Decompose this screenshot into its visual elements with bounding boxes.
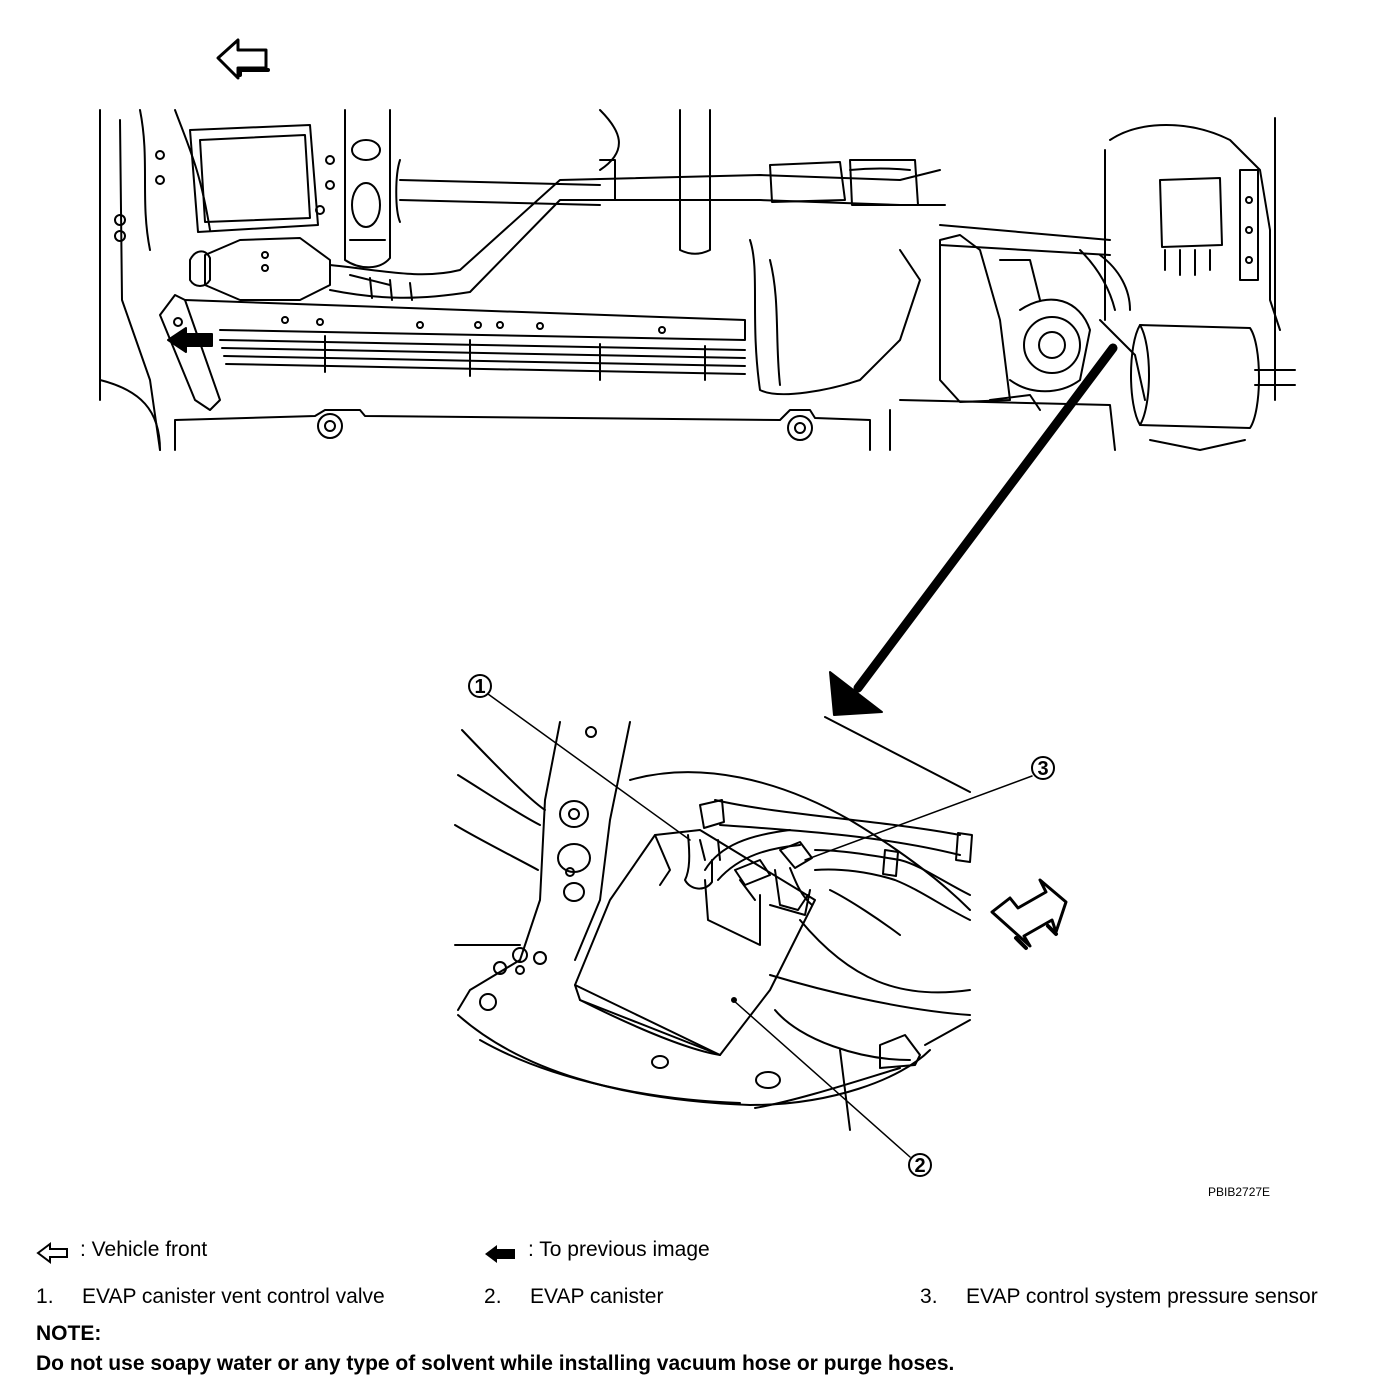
part-3: 3. EVAP control system pressure sensor [920,1285,1318,1309]
underbody-top-view [99,109,1296,451]
legend-previous-image: : To previous image [528,1238,710,1261]
canister-detail-view [454,674,1055,1177]
part-3-number: 3. [920,1285,938,1308]
part-2-number: 2. [484,1285,502,1308]
part-2: 2. EVAP canister [484,1285,663,1309]
hollow-arrow-left-icon [36,1242,68,1264]
part-1: 1. EVAP canister vent control valve [36,1285,385,1309]
solid-arrow-left-icon [485,1245,515,1263]
callout-1-number: 1 [474,676,485,698]
part-1-number: 1. [36,1285,54,1308]
figure-id: PBIB2727E [1208,1185,1271,1199]
note-title: NOTE: [36,1322,102,1345]
legend-vehicle-front: : Vehicle front [80,1238,208,1261]
underbody-diagram: 1 3 2 [99,38,1296,1177]
orientation-arrow-icon [990,878,1068,950]
part-3-label: EVAP control system pressure sensor [966,1285,1318,1308]
note-text: Do not use soapy water or any type of so… [36,1352,955,1375]
callout-3-number: 3 [1037,758,1048,780]
part-2-label: EVAP canister [530,1285,664,1308]
vehicle-front-arrow-icon [216,38,270,80]
detail-pointer-arrow [824,343,1118,793]
callout-2-number: 2 [914,1155,925,1177]
part-1-label: EVAP canister vent control valve [82,1285,385,1308]
